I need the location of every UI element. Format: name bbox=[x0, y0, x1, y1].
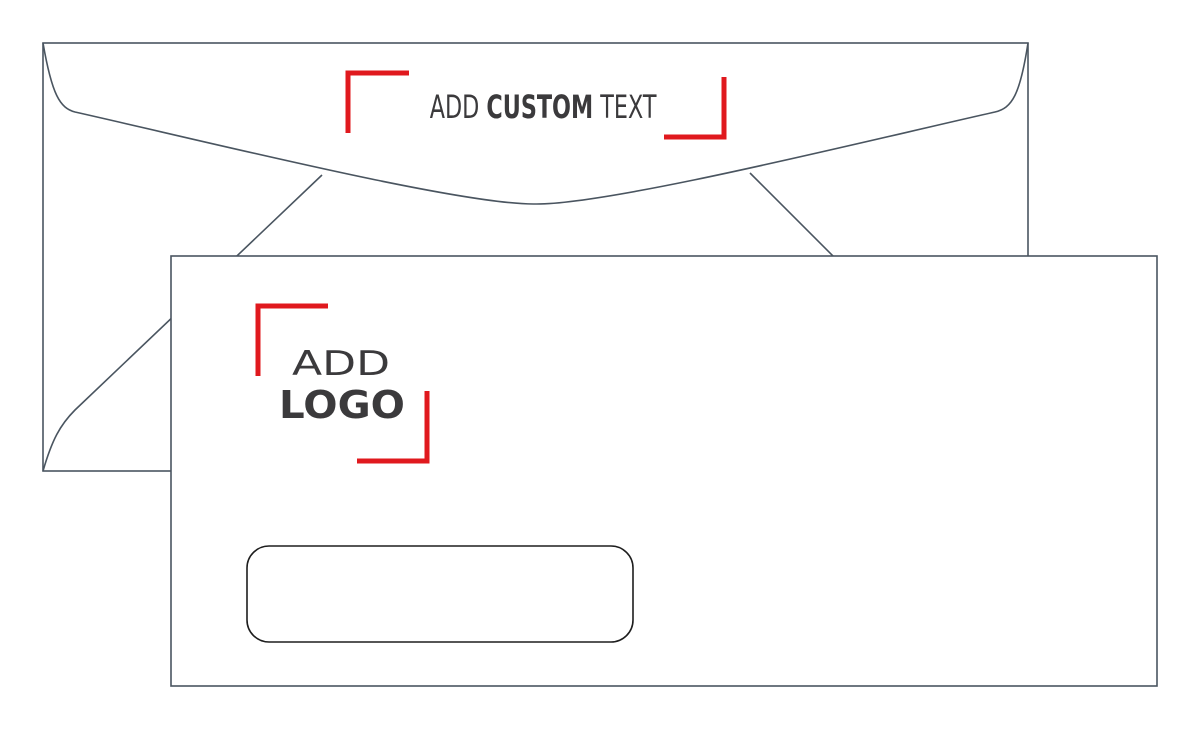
logo-placeholder: ADD LOGO bbox=[255, 303, 430, 464]
custom-text-emphasis: CUSTOM bbox=[486, 88, 593, 126]
logo-line-logo: LOGO bbox=[279, 383, 405, 427]
back-envelope-flap bbox=[42, 42, 1029, 205]
back-envelope-right-seam bbox=[749, 172, 836, 259]
custom-text-label: ADD CUSTOM TEXT bbox=[366, 88, 706, 126]
back-envelope-left-seam bbox=[42, 174, 323, 472]
logo-bracket-top-left bbox=[255, 303, 328, 376]
custom-text-placeholder: ADD CUSTOM TEXT bbox=[345, 70, 727, 140]
custom-text-suffix: TEXT bbox=[593, 88, 657, 126]
logo-bracket-bottom-right bbox=[357, 391, 430, 464]
front-envelope: ADD LOGO bbox=[170, 255, 1158, 687]
custom-text-bracket-bottom-right bbox=[664, 77, 727, 140]
address-window bbox=[246, 545, 634, 643]
logo-line-add: ADD bbox=[292, 344, 390, 384]
custom-text-prefix: ADD bbox=[430, 88, 487, 126]
custom-text-bracket-top-left bbox=[345, 70, 409, 133]
